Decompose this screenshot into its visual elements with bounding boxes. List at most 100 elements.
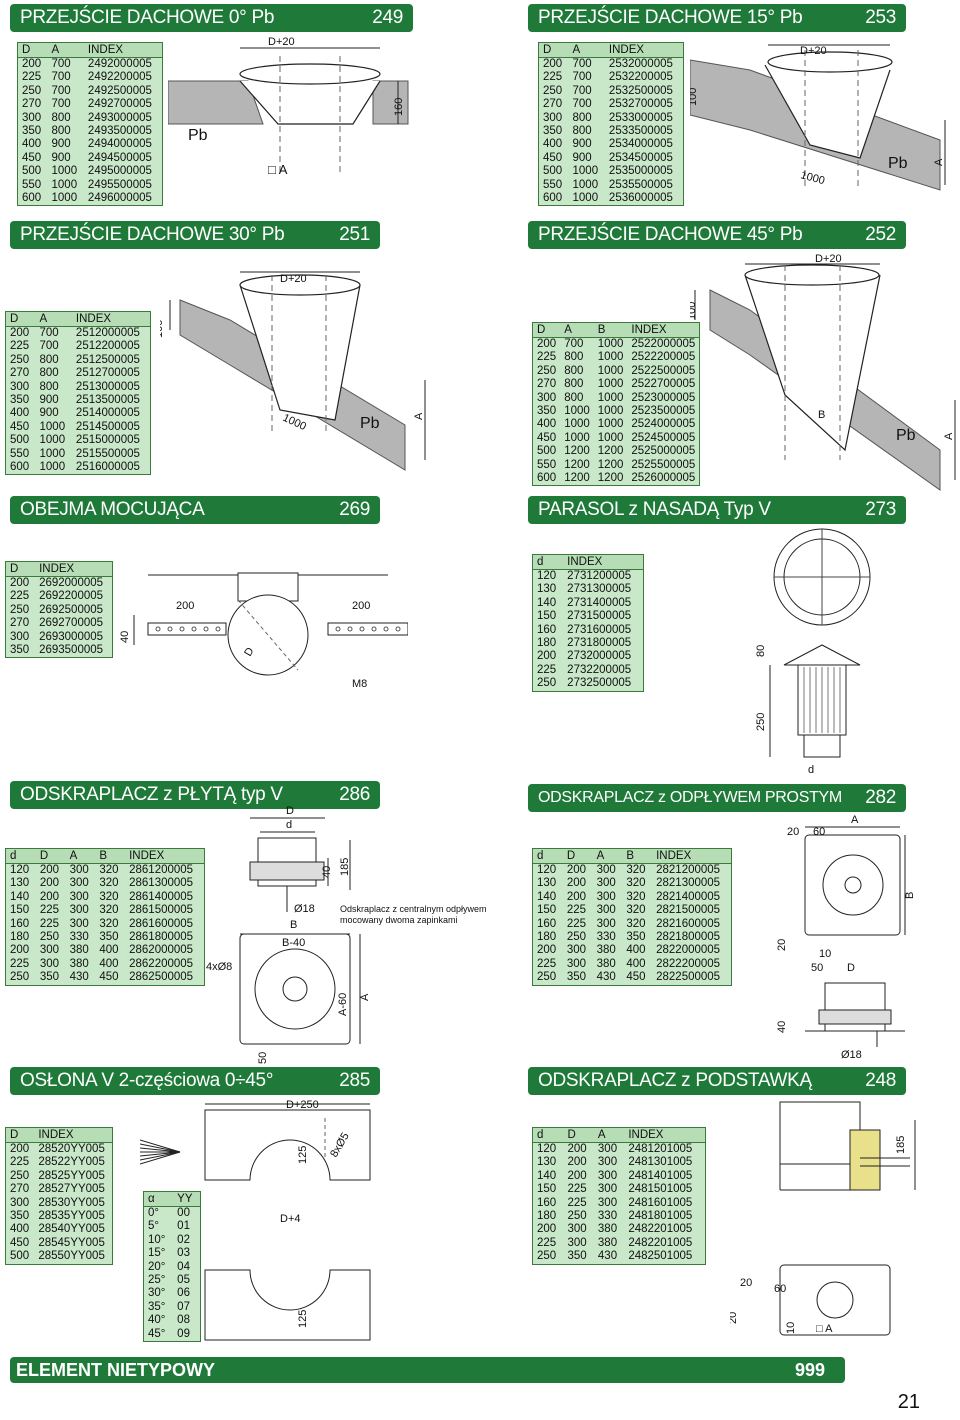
column-header: d	[532, 554, 564, 570]
table-cell: 1000	[597, 431, 624, 444]
table-cell: 350	[39, 971, 59, 984]
table-cell: 180	[537, 1210, 557, 1223]
table-cell: 2515500005	[75, 447, 140, 460]
table-cell: 160	[537, 917, 557, 930]
table-cell: 400	[10, 407, 30, 420]
dim-D: D	[847, 962, 855, 974]
table-cell: 1000	[564, 431, 590, 444]
table-cell: 2494000005	[87, 138, 152, 151]
table-cell: 2861800005	[129, 931, 194, 944]
cap-type-v-drawing: 80 250 d	[755, 528, 871, 775]
dim-a: □ A	[268, 162, 288, 177]
table-cell: 2821300005	[656, 877, 721, 890]
title: PRZEJŚCIE DACHOWE 15° Pb	[538, 7, 803, 28]
table-cell: 2861400005	[129, 890, 194, 903]
column-header: A	[593, 1127, 625, 1143]
table-cell: 2495500005	[87, 178, 152, 191]
table-cell: 2494500005	[87, 151, 152, 164]
table-cell: 200	[537, 338, 557, 350]
table-cell: 2731600005	[567, 623, 632, 636]
column-header: B	[622, 848, 653, 864]
table-cell: 2532700005	[608, 98, 673, 111]
table-cell: 2492500005	[87, 84, 152, 97]
table-cell: 2481301005	[628, 1156, 693, 1169]
table-cell: 800	[564, 378, 584, 391]
dim-10: 10	[819, 948, 831, 960]
dim-1000: 1000	[799, 169, 826, 187]
table-cell: 225	[537, 1236, 557, 1249]
table-cell: 500	[10, 434, 30, 447]
table-cell: 00	[177, 1207, 190, 1219]
table-cell: 900	[572, 138, 592, 151]
table-cell: 140	[10, 890, 30, 903]
table-cell: 250	[537, 364, 557, 377]
table-cell: 28550YY005	[38, 1250, 105, 1263]
table-cell: 1000	[597, 351, 624, 364]
table-cell: 700	[39, 340, 59, 353]
column-header: B	[593, 322, 628, 338]
table-cell: 1000	[597, 378, 624, 391]
roof-pass-15-drawing: D+20 100 1000 Pb A	[690, 44, 946, 191]
title: ODSKRAPLACZ z PŁYTĄ typ V	[20, 784, 283, 805]
table-cell: 300	[69, 877, 89, 890]
table-cell: 1000	[51, 192, 78, 205]
table-cell: 150	[537, 610, 557, 623]
table-cell: 120	[10, 864, 30, 876]
table-cell: 300	[69, 904, 89, 917]
table-cell: 2821200005	[656, 864, 721, 876]
table-cell: 250	[543, 84, 563, 97]
table-cell: 250	[537, 677, 557, 690]
table-cell: 380	[69, 944, 89, 957]
title: PRZEJŚCIE DACHOWE 30° Pb	[20, 224, 285, 245]
table-cell: 06	[177, 1287, 190, 1300]
table-cell: 350	[99, 931, 119, 944]
cover-v-drawing: D+250 125 8xØ5 D+4 125	[140, 1100, 371, 1341]
table-cell: 10°	[148, 1233, 166, 1246]
table-cell: 225	[567, 1196, 587, 1209]
table-cell: 330	[596, 931, 616, 944]
table-cell: 28520YY005	[38, 1143, 105, 1155]
table-cell: 2532200005	[608, 71, 673, 84]
table-cell: 300	[543, 111, 563, 124]
table-cell: 200	[566, 890, 586, 903]
dim-20: 20	[787, 826, 799, 838]
table-cell: 500	[543, 165, 563, 178]
table-cell: 225	[10, 1156, 30, 1169]
dim-D4: D+4	[280, 1213, 301, 1225]
table-cell: 380	[597, 1236, 618, 1249]
table-cell: 2513000005	[75, 380, 140, 393]
table-cell: 2692500005	[39, 603, 104, 616]
table-cell: 500	[10, 1250, 30, 1263]
table-cell: 380	[69, 957, 89, 970]
table-cell: 300	[10, 380, 30, 393]
table-cell: 400	[626, 957, 646, 970]
dim-A60: A-60	[337, 993, 349, 1016]
table-cell: 1000	[597, 338, 624, 350]
table-cell: 300	[10, 1196, 30, 1209]
column-header: D	[562, 848, 593, 864]
table-cell: 180	[537, 931, 557, 944]
table-cell: 180	[537, 637, 557, 650]
table-cell: 200	[10, 327, 30, 339]
table-cell: 2523000005	[631, 391, 696, 404]
dim-height: 160	[393, 98, 405, 116]
table-cell: 200	[39, 864, 59, 876]
